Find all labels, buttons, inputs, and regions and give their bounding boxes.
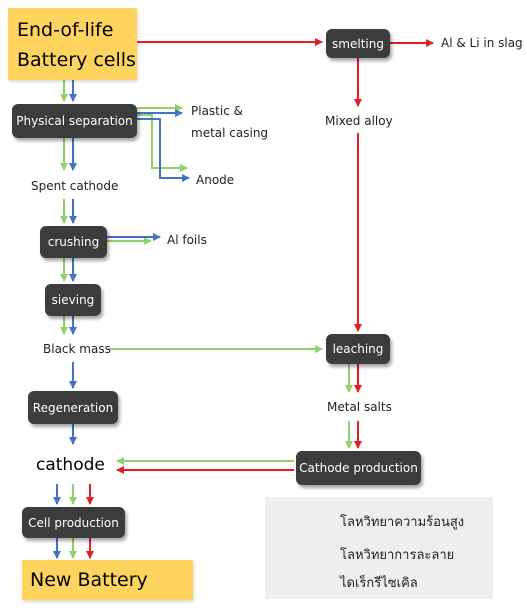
input-end-of-life-box: End-of-life Battery cells	[8, 8, 137, 80]
arrow-sep-to-anode-green	[137, 114, 188, 172]
input-line-2: Battery cells	[17, 49, 136, 71]
label-al-li-slag: Al & Li in slag	[441, 36, 523, 50]
label-black-mass: Black mass	[43, 342, 111, 356]
node-leaching: leaching	[326, 334, 390, 364]
label-plastic-line-1: Plastic &	[191, 104, 243, 118]
legend-label-direct-recycling: ไดเร็กรีไซเคิล	[340, 576, 418, 591]
node-crushing: crushing	[40, 226, 107, 258]
node-physical-separation: Physical separation	[12, 104, 137, 138]
legend-label-hydrometallurgy: โลหวิทยาการละลาย	[340, 548, 455, 563]
node-cathode-production: Cathode production	[296, 451, 421, 485]
input-line-1: End-of-life	[17, 19, 114, 41]
output-label: New Battery cells	[30, 569, 148, 612]
node-sieving: sieving	[45, 284, 101, 316]
legend-panel	[265, 497, 493, 599]
label-plastic-line-2: metal casing	[191, 126, 269, 140]
label-mixed-alloy: Mixed alloy	[325, 114, 393, 128]
node-regeneration: Regeneration	[28, 391, 118, 424]
label-al-foils: Al foils	[167, 233, 207, 247]
label-anode: Anode	[196, 173, 235, 187]
label-spent-cathode: Spent cathode	[31, 179, 119, 193]
legend-label-pyrometallurgy: โลหวิทยาความร้อนสูง	[340, 515, 465, 530]
node-cell-production: Cell production	[22, 507, 125, 538]
label-metal-salts: Metal salts	[327, 400, 392, 414]
output-new-battery-box: New Battery cells	[22, 560, 193, 612]
node-smelting: smelting	[326, 29, 390, 58]
label-cathode: cathode	[36, 455, 105, 475]
arrow-sep-to-anode-blue	[137, 118, 190, 182]
